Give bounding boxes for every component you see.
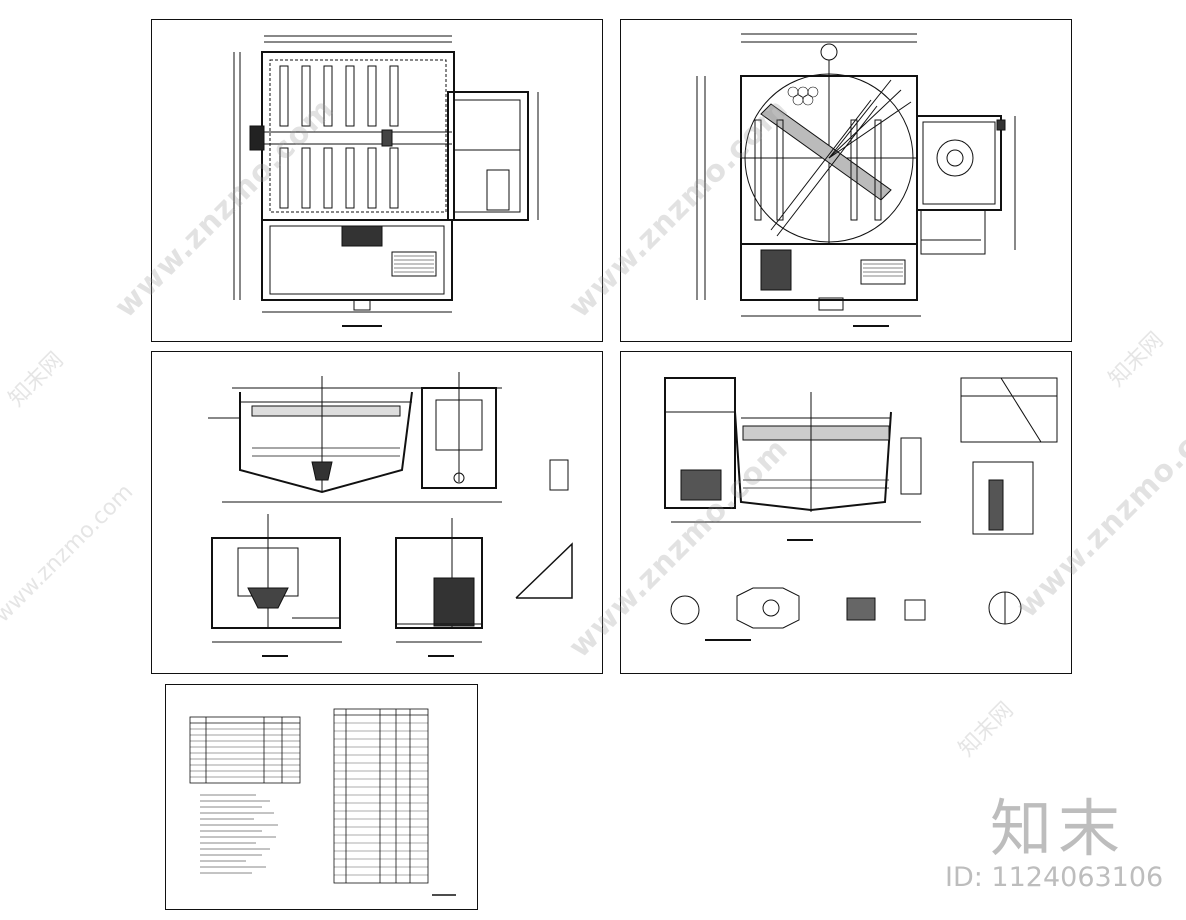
watermark-site-5: www.znzmo.com bbox=[0, 479, 139, 628]
drawing-sheet-sections-2 bbox=[620, 351, 1072, 674]
watermark-cn-3: 知末网 bbox=[954, 697, 1019, 762]
drawing-sheet-plan-2 bbox=[620, 19, 1072, 342]
watermark-cn-2: 知末网 bbox=[1104, 327, 1169, 392]
watermark-cn-1: 知末网 bbox=[4, 347, 69, 412]
drawing-sheet-plan-1 bbox=[151, 19, 603, 342]
drawing-sheet-sections-1 bbox=[151, 351, 603, 674]
brand-logo-text: 知末 bbox=[990, 792, 1127, 865]
drawing-sheet-tables bbox=[165, 684, 478, 910]
sections-2-drawing bbox=[664, 377, 1058, 641]
plan-1-drawing bbox=[233, 35, 539, 327]
tables-drawing bbox=[189, 708, 456, 896]
brand-id-label: ID: 1124063106 bbox=[945, 862, 1164, 893]
sections-1-drawing bbox=[208, 372, 573, 657]
plan-2-drawing bbox=[696, 33, 1016, 327]
